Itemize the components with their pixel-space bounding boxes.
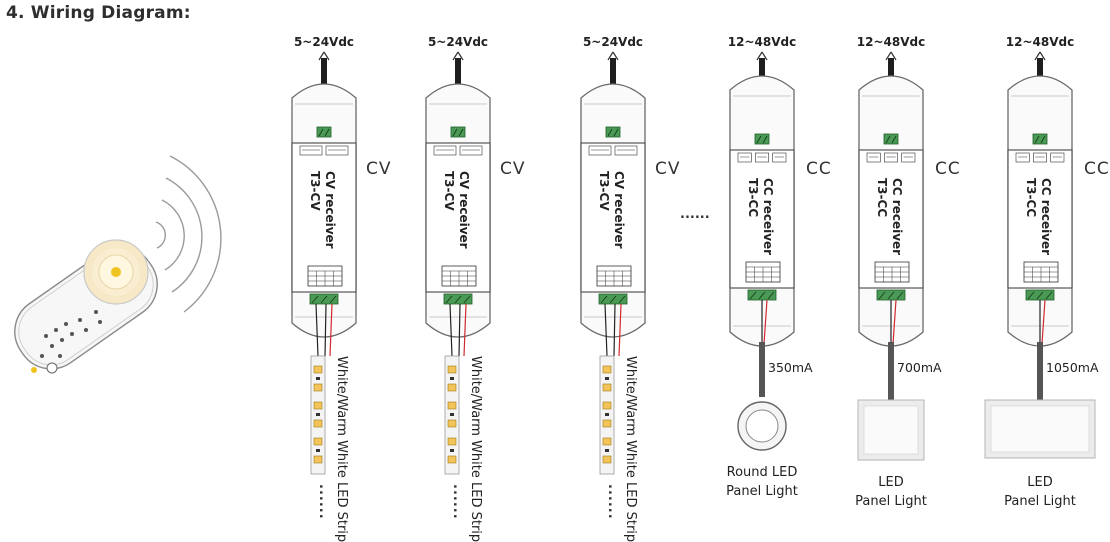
led-chip [602,401,612,410]
receiver-name-label: CC receiver [761,178,775,255]
led-chip [602,437,612,446]
led-chip [313,455,323,464]
led-chip [447,383,457,392]
more-units-ellipsis: ...... [680,207,710,222]
receiver-model-label: T3-CV [442,171,456,211]
input-terminal [883,133,899,145]
led-chip [313,383,323,392]
load-label-line2: Panel Light [726,484,798,499]
led-chip [313,401,323,410]
page-title: 4. Wiring Diagram: [6,3,191,23]
led-chip [602,455,612,464]
input-terminal [605,126,621,138]
mode-label: CV [366,159,392,179]
led-chip [447,419,457,428]
remote-control [14,155,222,374]
output-current-label: 1050mA [1046,360,1099,375]
input-terminal [1032,133,1048,145]
load-cable [759,342,765,397]
receiver-name-label: CV receiver [457,171,471,249]
strip-continuation-dots: ...... [316,484,331,520]
led-chip [447,401,457,410]
mode-label: CC [1084,159,1110,179]
mode-label: CV [500,159,526,179]
mode-label: CC [935,159,961,179]
led-chip [313,419,323,428]
receiver-model-label: T3-CC [1024,178,1038,217]
receiver-model-label: T3-CC [875,178,889,217]
input-voltage-label: 12~48Vdc [857,35,925,49]
strip-continuation-dots: ...... [605,484,620,520]
led-chip [602,419,612,428]
power-input-cable [610,58,616,102]
mode-label: CV [655,159,681,179]
led-chip [313,437,323,446]
load-label-line2: Panel Light [1004,494,1076,509]
input-voltage-label: 5~24Vdc [428,35,488,49]
receiver-model-label: T3-CV [308,171,322,211]
load-label: White/Warm White LED Strip [334,356,349,542]
led-chip [602,365,612,374]
led-chip [313,365,323,374]
load-label-line1: LED [878,475,903,490]
receiver-model-label: T3-CV [597,171,611,211]
load-label-line2: Panel Light [855,494,927,509]
receiver-name-label: CV receiver [612,171,626,249]
load-cable [1037,342,1043,400]
wireless-signal-icon [155,155,222,313]
receiver-name-label: CV receiver [323,171,337,249]
receiver-name-label: CC receiver [1039,178,1053,255]
input-terminal [754,133,770,145]
led-chip [447,365,457,374]
input-voltage-label: 12~48Vdc [1006,35,1074,49]
load-label-line1: LED [1027,475,1052,490]
input-voltage-label: 5~24Vdc [294,35,354,49]
mode-label: CC [806,159,832,179]
power-button-icon[interactable] [46,362,58,374]
input-terminal [316,126,332,138]
receiver-model-label: T3-CC [746,178,760,217]
receiver-name-label: CC receiver [890,178,904,255]
led-chip [602,383,612,392]
load-label: White/Warm White LED Strip [623,356,638,542]
strip-continuation-dots: ...... [450,484,465,520]
load-label-line1: Round LED [727,465,798,480]
input-voltage-label: 5~24Vdc [583,35,643,49]
load-cable [888,342,894,400]
led-chip [447,437,457,446]
power-input-cable [455,58,461,102]
output-current-label: 350mA [768,360,813,375]
power-input-cable [321,58,327,102]
light-indicator-icon [111,267,121,277]
input-voltage-label: 12~48Vdc [728,35,796,49]
load-label: White/Warm White LED Strip [468,356,483,542]
input-terminal [450,126,466,138]
led-chip [447,455,457,464]
output-current-label: 700mA [897,360,942,375]
